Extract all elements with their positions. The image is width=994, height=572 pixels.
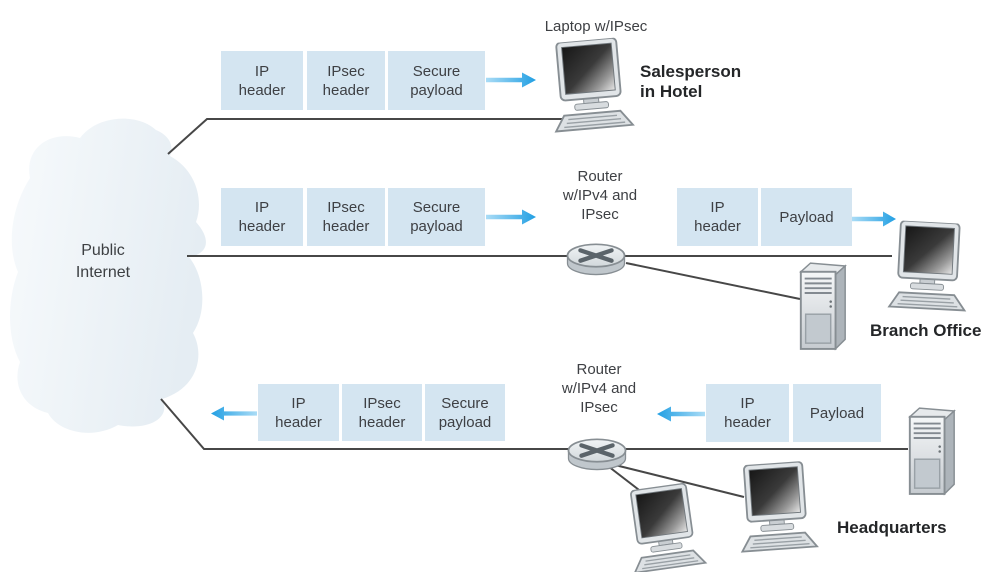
- packet-box-ip-header: IP header: [221, 188, 303, 246]
- laptop-label: Laptop w/IPsec: [544, 18, 648, 35]
- site-label-hotel: Salesperson in Hotel: [640, 62, 742, 101]
- desktop-icon-hq-1: [622, 480, 707, 572]
- cloud-label: Public Internet: [75, 242, 131, 281]
- link-hq-router-pc2: [614, 464, 745, 498]
- flow-arrow-right-icon: [486, 72, 536, 88]
- cloud-shape: [10, 118, 206, 433]
- laptop-icon: [547, 35, 634, 133]
- link-router-branch-server: [625, 262, 801, 300]
- link-cloud-hotel: [167, 118, 565, 155]
- link-cloud-hq: [160, 398, 908, 450]
- desktop-icon-branch: [888, 219, 970, 312]
- packet-box-ip-header: IP header: [706, 384, 789, 442]
- flow-arrow-right-icon: [852, 211, 896, 227]
- packet-box-secure-payload: Secure payload: [388, 51, 485, 110]
- packet-box-payload: Payload: [761, 188, 852, 246]
- packet-box-ip-header: IP header: [258, 384, 339, 441]
- packet-box-ip-header: IP header: [677, 188, 758, 246]
- router-icon: [563, 240, 629, 278]
- router-icon: [564, 435, 630, 473]
- packet-box-payload: Payload: [793, 384, 881, 442]
- packet-box-ip-header: IP header: [221, 51, 303, 110]
- packet-box-secure-payload: Secure payload: [388, 188, 485, 246]
- desktop-icon-hq-2: [735, 460, 818, 553]
- site-label-hq: Headquarters: [837, 518, 947, 537]
- router-label-hq: Router w/IPv4 and IPsec: [561, 361, 637, 416]
- site-label-branch: Branch Office: [870, 321, 982, 340]
- packet-box-ipsec-header: IPsec header: [307, 188, 385, 246]
- flow-arrow-left-icon: [211, 406, 257, 421]
- packet-box-ipsec-header: IPsec header: [307, 51, 385, 110]
- packet-box-ipsec-header: IPsec header: [342, 384, 422, 441]
- flow-arrow-right-icon: [486, 209, 536, 225]
- router-label-branch: Router w/IPv4 and IPsec: [562, 168, 638, 223]
- server-icon-branch: [799, 262, 847, 350]
- packet-box-secure-payload: Secure payload: [425, 384, 505, 441]
- server-icon-hq: [908, 407, 956, 495]
- flow-arrow-left-icon: [657, 406, 705, 422]
